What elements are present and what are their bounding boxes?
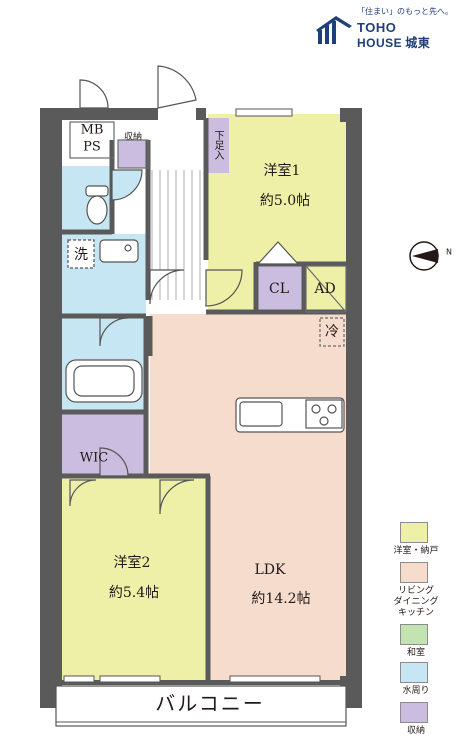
legend-swatch-ldk [400, 562, 428, 583]
legend-swatch-japanese [400, 624, 428, 645]
legend-label-storage: 収納 [406, 726, 425, 736]
refrigerator-label: 冷 [325, 324, 339, 340]
windows [63, 108, 321, 683]
ldk-name: LDK [254, 562, 286, 578]
mbps-label-line2: PS [83, 139, 101, 155]
cl-area [258, 266, 302, 312]
shoe-storage-label: 下足入 [212, 130, 223, 160]
legend-swatch-storage [400, 702, 428, 723]
western-room-1-size: 約5.0帖 [259, 193, 311, 209]
legend-label-ldk: リビング ダイニング キッチン [393, 586, 439, 618]
compass-north-label: N [446, 247, 452, 257]
storage-area [118, 140, 148, 168]
interior-walls [62, 118, 346, 680]
shoe-storage-area [205, 118, 229, 173]
balcony-label: バルコニー [155, 691, 265, 716]
logo-brand-sub: 城東 [405, 36, 431, 50]
western-room-1-name: 洋室1 [263, 163, 301, 179]
ldk-size: 約14.2帖 [251, 591, 311, 607]
legend-label-japanese: 和室 [406, 648, 425, 658]
washer-label: 洗 [74, 247, 88, 263]
logo-tagline: 「住まい」のもっと先へ。 [357, 7, 453, 16]
mbps-label-line1: MB [80, 122, 104, 138]
western-room-2-name: 洋室2 [113, 555, 151, 571]
thin-lines [69, 121, 347, 347]
legend-swatch-water [400, 662, 428, 683]
fixtures [65, 185, 345, 433]
logo-brand-house: HOUSE [357, 36, 403, 50]
legend-swatch-western [400, 522, 428, 543]
western-room-2-area [62, 476, 208, 680]
storage-label: 収納 [123, 132, 143, 143]
ad-label: AD [314, 281, 336, 297]
doors [69, 65, 300, 515]
legend-label-water: 水周り [402, 686, 430, 696]
western-room-2-size: 約5.4帖 [108, 585, 160, 601]
wic-label: WIC [79, 450, 109, 466]
balcony-outline [55, 685, 347, 727]
legend-label-western: 洋室・納戸 [393, 546, 439, 556]
compass-icon [409, 241, 439, 271]
cl-label: CL [268, 281, 290, 297]
house-logo-icon [316, 16, 352, 44]
logo-brand-line1: TOHO [357, 20, 397, 35]
